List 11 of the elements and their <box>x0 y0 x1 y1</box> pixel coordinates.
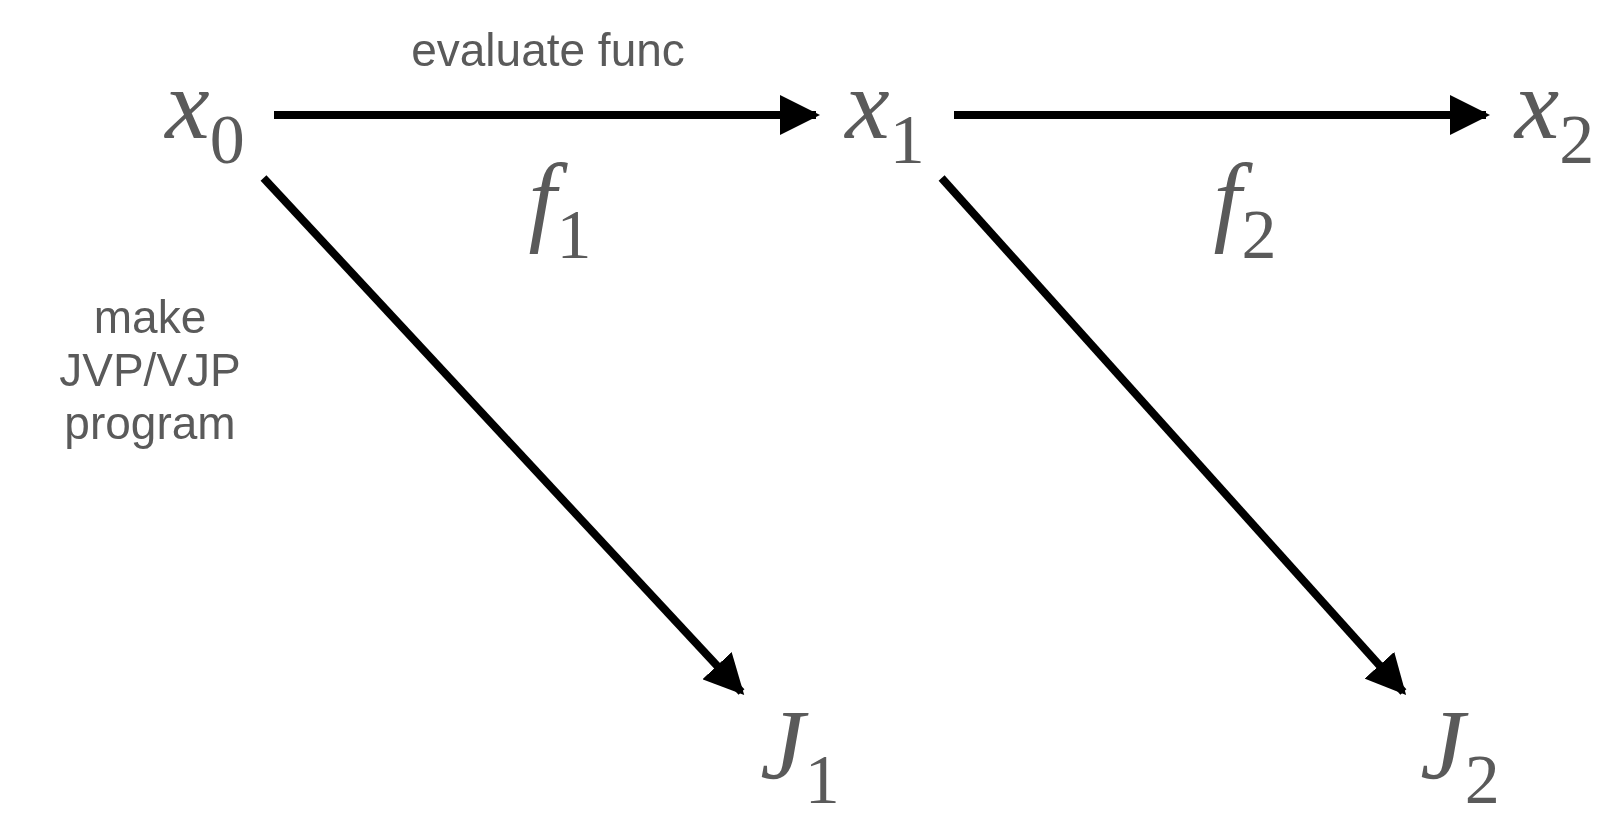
annotation-text: make JVP/VJP program <box>58 290 242 450</box>
math-symbol: J$_{2}$ <box>1400 695 1520 815</box>
annotation-text: evaluate func <box>410 23 686 77</box>
math-symbol: x$_{2}$ <box>1490 55 1619 175</box>
arrow <box>938 175 1407 695</box>
math-symbol: x$_{1}$ <box>820 55 950 175</box>
edge-label: f$_{1}$ <box>528 150 592 270</box>
edge-label: f$_{2}$ <box>1213 150 1277 270</box>
math-symbol: x$_{0}$ <box>140 55 270 175</box>
arrow <box>260 175 745 695</box>
math-symbol: J$_{1}$ <box>740 695 860 815</box>
